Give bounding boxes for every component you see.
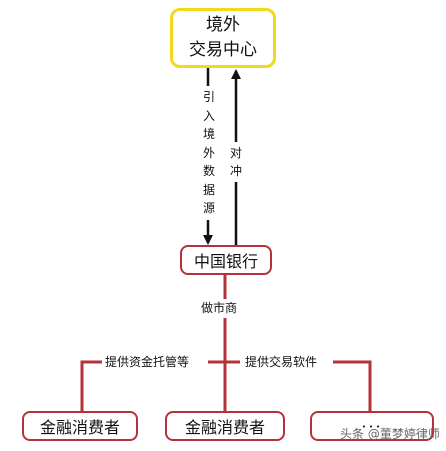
overseas-exchange-line1: 境外 [206, 15, 240, 35]
consumer-label: 金融消费者 [39, 418, 120, 437]
watermark: 头条 @董梦婷律师 [340, 427, 440, 441]
import-source-label: 引入境外数据源 [202, 86, 216, 220]
consumer-node-2: 金融消费者 [165, 411, 285, 441]
consumer-node-ellipsis: ··· [310, 411, 434, 441]
consumer-node-1: 金融消费者 [22, 411, 138, 441]
bank-of-china-label: 中国银行 [193, 252, 258, 271]
hedge-label: 对冲 [228, 142, 244, 182]
software-label: 提供交易软件 [242, 354, 321, 371]
consumer-label: 金融消费者 [184, 418, 265, 437]
overseas-exchange-node: 境外 交易中心 [170, 8, 276, 68]
custody-label: 提供资金托管等 [102, 354, 193, 371]
market-maker-label: 做市商 [198, 299, 241, 318]
ellipsis-label: ··· [361, 416, 383, 436]
bank-of-china-node: 中国银行 [180, 245, 272, 275]
overseas-exchange-line2: 交易中心 [189, 40, 257, 60]
red-connector-tree [80, 275, 372, 411]
